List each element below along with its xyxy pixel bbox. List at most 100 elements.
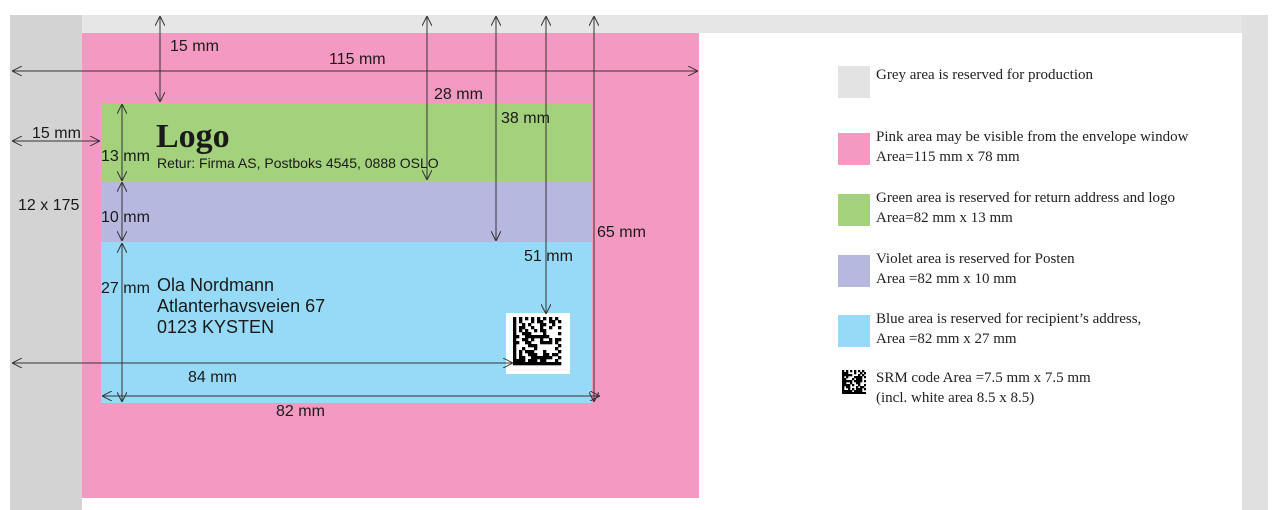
srm-module (850, 390, 853, 393)
srm-module (860, 372, 863, 375)
srm-module (558, 350, 562, 354)
srm-module (842, 374, 845, 377)
srm-module (858, 390, 861, 393)
blue-swatch (838, 315, 870, 347)
srm-module (522, 332, 526, 336)
srm-module (842, 378, 845, 381)
srm-module (844, 372, 847, 375)
legend-text-violet: Violet area is reserved for Posten Area … (876, 249, 1075, 289)
srm-module (862, 374, 865, 377)
srm-module (860, 376, 863, 379)
srm-module (516, 335, 520, 339)
srm-module (543, 317, 547, 321)
srm-module (850, 382, 853, 385)
srm-module (842, 386, 845, 389)
srm-module (844, 380, 847, 383)
srm-module (534, 353, 538, 357)
srm-module (525, 335, 529, 339)
srm-module (558, 344, 562, 348)
srm-module (537, 317, 541, 321)
srm-module (531, 317, 535, 321)
srm-module (534, 347, 538, 351)
srm-module (513, 356, 517, 360)
srm-module (549, 356, 553, 360)
srm-module (555, 317, 559, 321)
srm-module (540, 362, 544, 366)
srm-module (516, 362, 520, 366)
srm-module (860, 392, 863, 394)
srm-module (844, 378, 847, 381)
srm-module (543, 356, 547, 360)
srm-module (540, 359, 544, 363)
srm-module (850, 380, 853, 383)
srm-module (848, 384, 851, 387)
srm-module (864, 384, 866, 387)
srm-module (864, 372, 866, 375)
srm-module (858, 384, 861, 387)
srm-module (543, 329, 547, 333)
srm-module (854, 370, 857, 373)
legend-text-pink: Pink area may be visible from the envelo… (876, 127, 1188, 167)
srm-module (864, 376, 866, 379)
srm-module (848, 374, 851, 377)
srm-module (525, 350, 529, 354)
srm-module (543, 335, 547, 339)
srm-module (540, 326, 544, 330)
srm-module (549, 341, 553, 345)
dim-label-65: 65 mm (597, 224, 646, 241)
srm-module (525, 338, 529, 342)
srm-module (555, 341, 559, 345)
srm-module (534, 329, 538, 333)
srm-module (531, 350, 535, 354)
srm-module (513, 362, 517, 366)
srm-module (528, 335, 532, 339)
srm-module (522, 356, 526, 360)
srm-module (558, 338, 562, 342)
srm-module (555, 353, 559, 357)
srm-module (543, 332, 547, 336)
srm-module (846, 386, 849, 389)
srm-module (844, 374, 847, 377)
srm-module (555, 347, 559, 351)
srm-module (846, 376, 849, 379)
srm-module (525, 332, 529, 336)
legend-line: Area =82 mm x 10 mm (876, 271, 1017, 287)
srm-module (513, 323, 517, 327)
srm-module (546, 335, 550, 339)
recipient-line-3: 0123 KYSTEN (157, 317, 274, 337)
srm-module (534, 356, 538, 360)
srm-module (852, 388, 855, 391)
srm-module (856, 382, 859, 385)
srm-module (519, 320, 523, 324)
srm-module (531, 326, 535, 330)
dim-label-38: 38 mm (501, 110, 550, 127)
srm-module (858, 370, 861, 373)
srm-module (860, 380, 863, 383)
srm-module (858, 392, 861, 394)
srm-module (525, 341, 529, 345)
srm-module (549, 362, 553, 366)
dim-label-left-15: 15 mm (32, 125, 81, 142)
srm-module (555, 362, 559, 366)
srm-module (850, 392, 853, 394)
srm-module (543, 362, 547, 366)
srm-module (854, 392, 857, 394)
dim-label-10: 10 mm (101, 209, 150, 226)
srm-module (528, 353, 532, 357)
dim-label-13: 13 mm (101, 148, 150, 165)
grey-top-strip (82, 15, 1242, 33)
srm-module (537, 356, 541, 360)
return-address: Retur: Firma AS, Postboks 4545, 0888 OSL… (157, 155, 439, 171)
srm-module (558, 332, 562, 336)
srm-module (534, 359, 538, 363)
srm-module (513, 350, 517, 354)
srm-module (531, 362, 535, 366)
srm-module (846, 372, 849, 375)
legend-line: Area=115 mm x 78 mm (876, 149, 1020, 165)
srm-module (854, 372, 857, 375)
dim-label-28: 28 mm (434, 86, 483, 103)
srm-module (552, 323, 556, 327)
srm-module (525, 362, 529, 366)
qr-code-icon (842, 370, 866, 394)
srm-module (844, 384, 847, 387)
